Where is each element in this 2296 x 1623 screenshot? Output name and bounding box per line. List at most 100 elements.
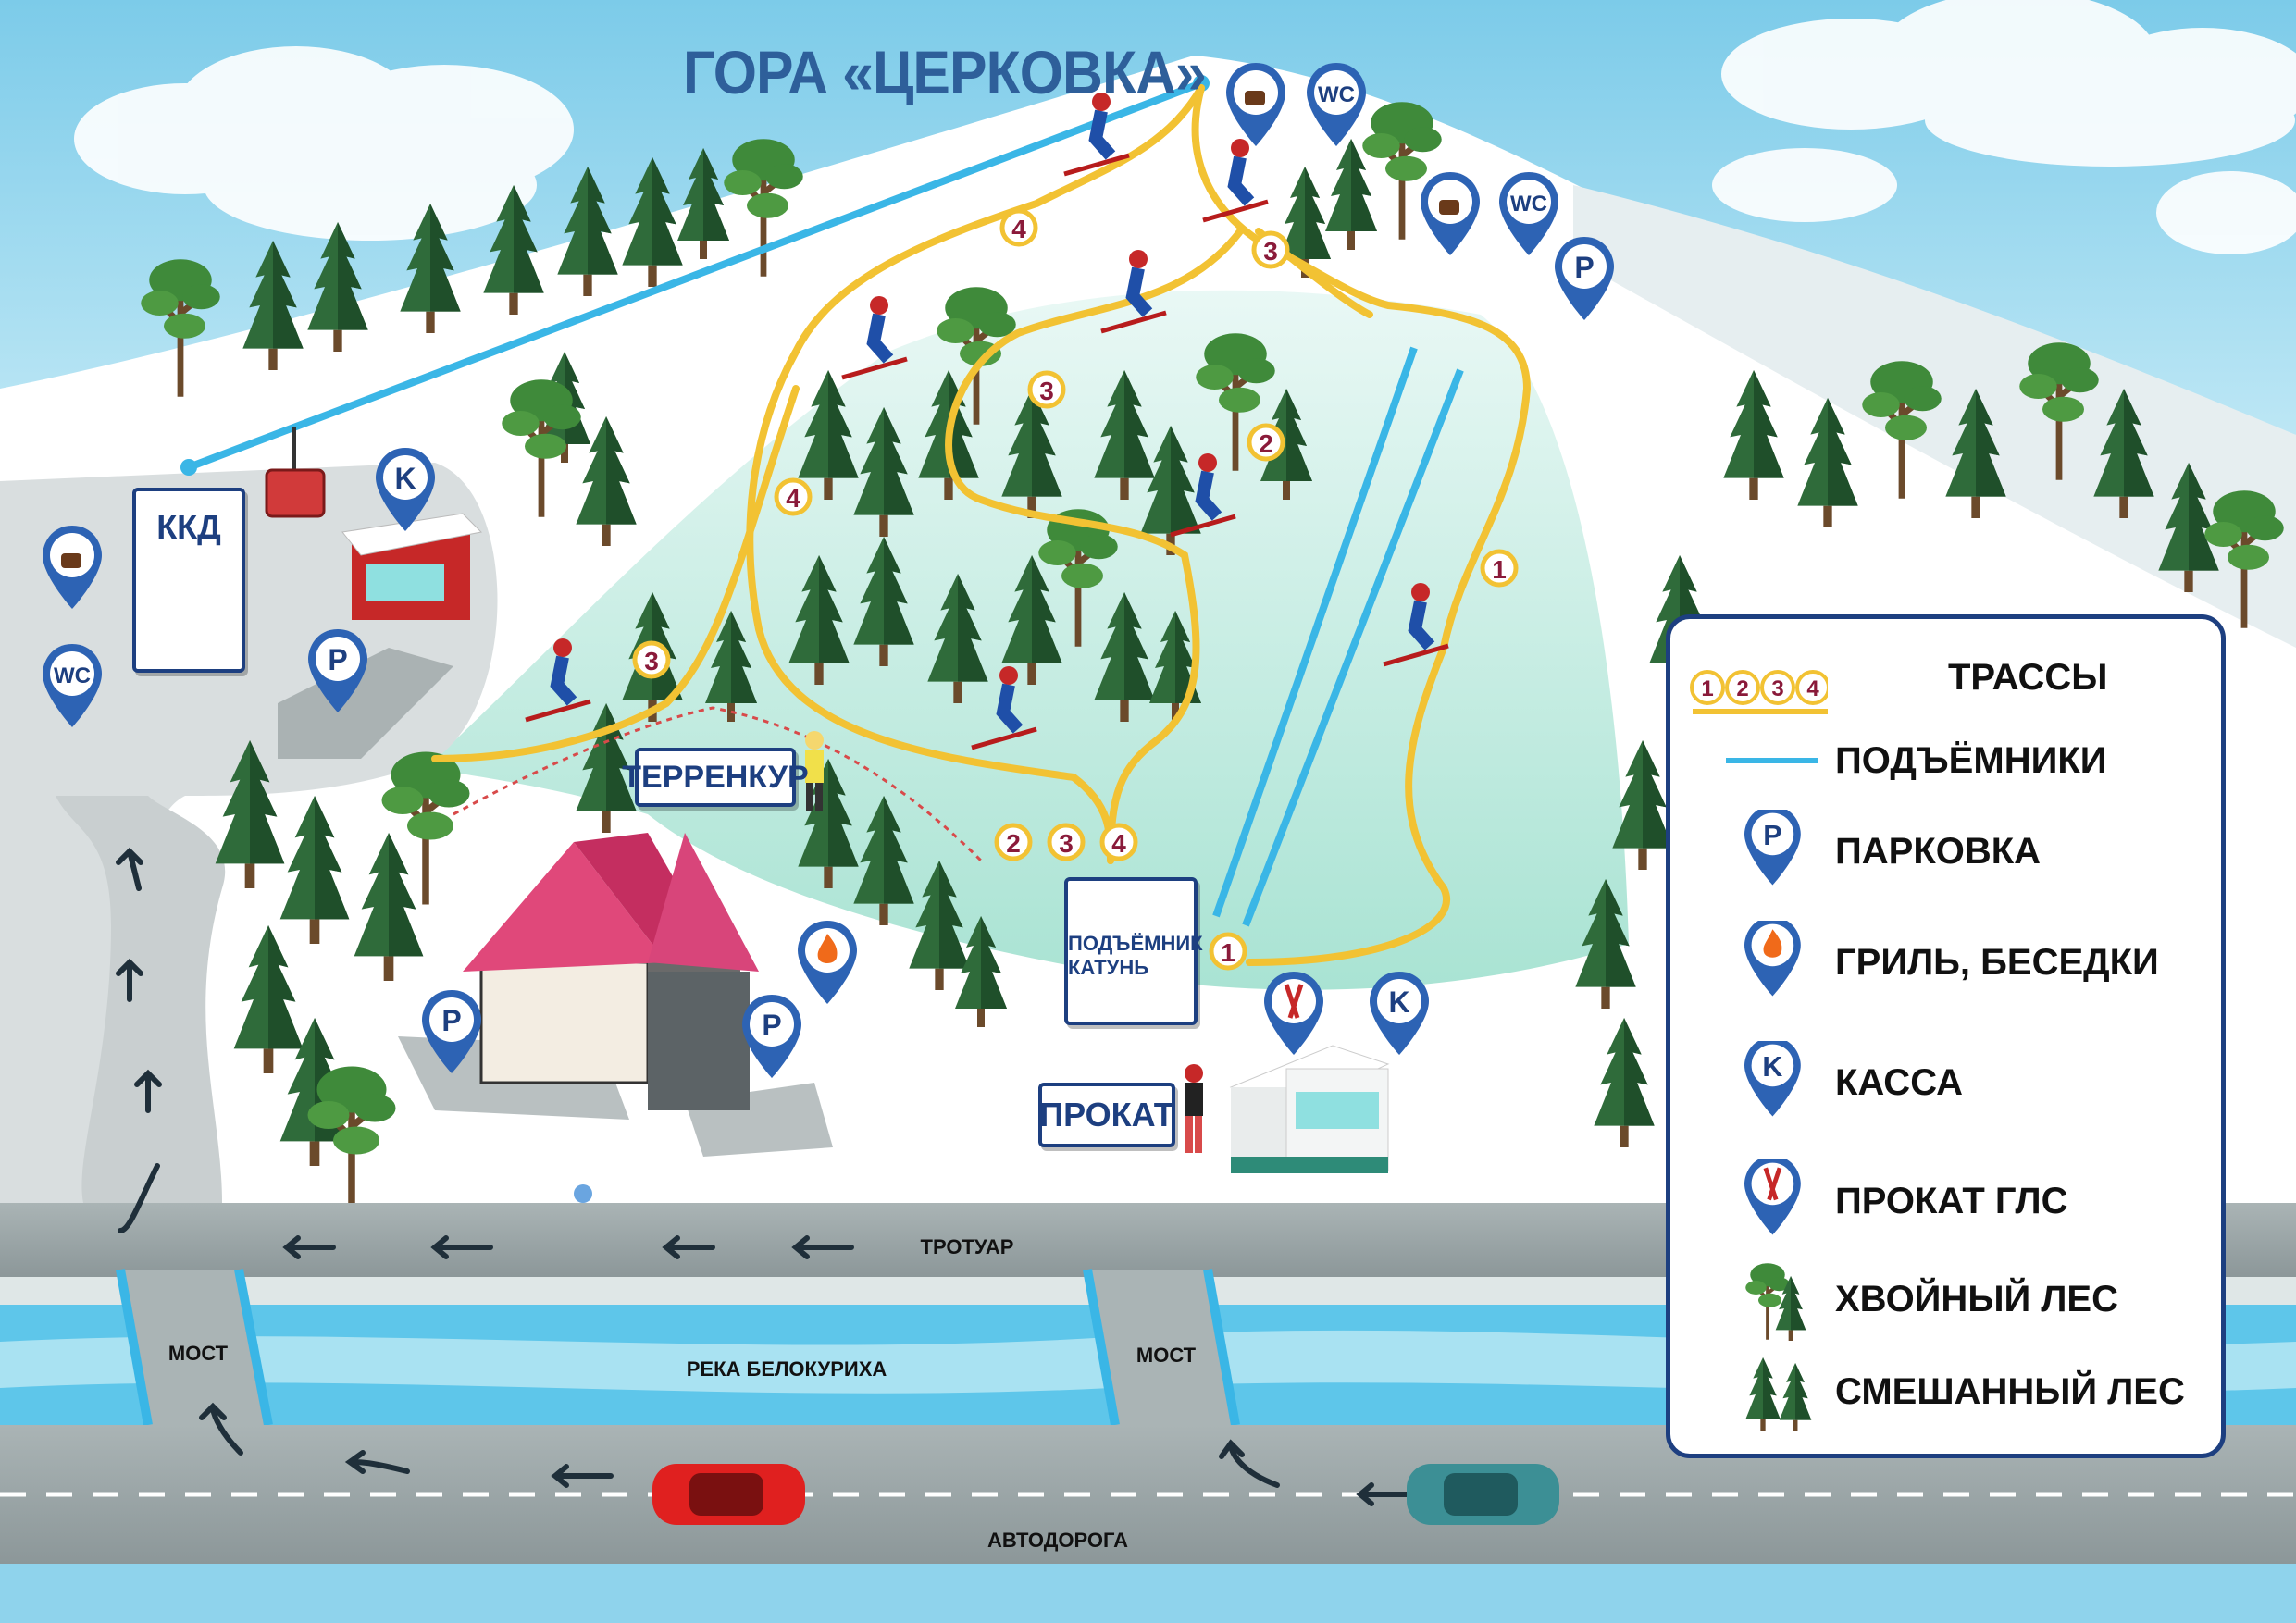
trail-marker-2: 2: [1247, 423, 1285, 462]
fence: [453, 706, 983, 862]
parking-pin-lodge-right: P: [742, 995, 801, 1078]
cafe-pin-mid: [1421, 172, 1480, 255]
kkd-label: ККД: [156, 508, 221, 546]
legend-row-cashier: K КАССА: [1670, 1041, 2221, 1124]
rental-person: [1185, 1064, 1203, 1153]
legend-row-parking: P ПАРКОВКА: [1670, 810, 2221, 893]
trail-marker-2-junction: 2: [994, 823, 1033, 861]
access-arrows: [116, 847, 162, 1113]
svg-text:P: P: [762, 1009, 781, 1042]
legend-label-mixed: СМЕШАННЫЙ ЛЕС: [1835, 1371, 2185, 1412]
mixed-forest-icon: [1745, 1357, 1812, 1431]
trail-marker-1-mid: 1: [1480, 549, 1519, 588]
legend-row-conifer: ХВОЙНЫЙ ЛЕС: [1670, 1258, 2221, 1341]
svg-text:P: P: [441, 1004, 461, 1037]
svg-text:P: P: [1763, 820, 1781, 851]
terrenkur-sign: ТЕРРЕНКУР: [622, 748, 809, 807]
wc-pin-top: WC: [1307, 63, 1366, 146]
lift-label-line2: КАТУНЬ: [1068, 956, 1149, 979]
legend-label-grill: ГРИЛЬ, БЕСЕДКИ: [1835, 942, 2159, 983]
lodge: [398, 833, 833, 1157]
cafe-pin-top: [1226, 63, 1285, 146]
sidewalk-arrows: [118, 1163, 854, 1259]
cashier-pin-icon: K: [1744, 1041, 1801, 1117]
highway-label: АВТОДОРОГА: [987, 1529, 1128, 1552]
legend-row-grill: ГРИЛЬ, БЕСЕДКИ: [1670, 921, 2221, 1004]
parking-pin-top: P: [1555, 237, 1614, 320]
svg-text:K: K: [394, 462, 416, 495]
legend: 1 2 3 4 ТРАССЫ ПОДЪЁМНИКИ P ПАРКОВКА ГРИ…: [1666, 614, 2226, 1458]
parking-pin-icon: P: [1744, 810, 1801, 886]
legend-label-parking: ПАРКОВКА: [1835, 831, 2042, 872]
trail-marker-1-bottom: 1: [1209, 932, 1247, 971]
mountain-shadow: [1573, 185, 2296, 648]
svg-text:P: P: [328, 643, 347, 676]
trail-marker-3-mid: 3: [1027, 370, 1066, 409]
chairlift-top-station: [1193, 75, 1210, 92]
cashier-pin-rental: K: [1370, 972, 1429, 1055]
fire-pin-lodge: [798, 921, 857, 1004]
legend-label-conifer: ХВОЙНЫЙ ЛЕС: [1835, 1279, 2118, 1319]
bridge-left-label: МОСТ: [168, 1342, 229, 1365]
bridge-left: [116, 1269, 273, 1426]
legend-label-lifts: ПОДЪЁМНИКИ: [1835, 740, 2107, 781]
skiers: [525, 93, 1449, 750]
legend-label-cashier: КАССА: [1835, 1062, 1963, 1103]
svg-text:1: 1: [1701, 676, 1713, 701]
cafe-pin-base: [43, 526, 102, 609]
access-road: [56, 796, 226, 1203]
svg-text:WC: WC: [1318, 82, 1355, 107]
rental-label: ПРОКАТ: [1039, 1096, 1174, 1134]
cashier-pin-top: K: [376, 448, 435, 531]
ticket-booth: [341, 513, 483, 620]
clouds: [74, 0, 2296, 254]
hiker: [805, 731, 824, 811]
bottom-strip: [0, 1564, 2296, 1623]
legend-row-trails: 1 2 3 4 ТРАССЫ: [1670, 647, 2221, 730]
svg-text:WC: WC: [54, 663, 91, 688]
lift-label-line1: ПОДЪЁМНИК: [1068, 932, 1203, 955]
bridge-right: [1083, 1269, 1240, 1426]
svg-text:4: 4: [1111, 829, 1126, 858]
terrenkur-label: ТЕРРЕНКУР: [622, 759, 809, 795]
mountain-title: ГОРА «ЦЕРКОВКА»: [683, 38, 1207, 106]
svg-text:P: P: [1574, 251, 1594, 284]
ski-rental-pin: [1264, 972, 1323, 1055]
trail-marker-4-junction: 4: [1099, 823, 1138, 861]
sidewalk-label: ТРОТУАР: [921, 1235, 1014, 1258]
trail-marker-3-top: 3: [1251, 230, 1290, 269]
parking-pin-base: P: [308, 629, 367, 712]
legend-label-rental: ПРОКАТ ГЛС: [1835, 1181, 2068, 1221]
legend-label-trails: ТРАССЫ: [1948, 657, 2108, 698]
wc-pin-base: WC: [43, 644, 102, 727]
highway-arrows: [199, 1402, 1419, 1506]
trail-icon: 1 2 3 4: [1690, 670, 1828, 714]
kkd-sign: ККД: [132, 488, 245, 673]
svg-text:3: 3: [1263, 237, 1278, 266]
legend-row-mixed: СМЕШАННЫЙ ЛЕС: [1670, 1350, 2221, 1433]
ski-rental-pin-icon: [1744, 1159, 1801, 1235]
svg-text:K: K: [1762, 1051, 1782, 1083]
draglift-1: [1212, 346, 1418, 918]
parking-lot-top: [278, 648, 453, 759]
teal-car: [1407, 1464, 1559, 1525]
svg-text:K: K: [1388, 985, 1409, 1019]
trail-marker-3-low: 3: [632, 640, 671, 679]
chairlift-cable: [187, 80, 1203, 471]
rental-booth: [1229, 1045, 1390, 1173]
bridge-right-label: МОСТ: [1136, 1344, 1197, 1367]
svg-text:3: 3: [644, 647, 659, 675]
legend-row-rental: ПРОКАТ ГЛС: [1670, 1159, 2221, 1243]
svg-text:WC: WC: [1510, 192, 1547, 217]
trail-marker-4-mid: 4: [774, 477, 813, 516]
svg-text:2: 2: [1006, 829, 1021, 858]
chairlift-cabin: [265, 427, 326, 518]
svg-text:1: 1: [1221, 938, 1235, 967]
fire-pin-icon: [1744, 921, 1801, 997]
svg-text:4: 4: [1011, 215, 1026, 243]
svg-text:4: 4: [786, 484, 800, 513]
svg-text:1: 1: [1492, 555, 1507, 584]
legend-row-lifts: ПОДЪЁМНИКИ: [1670, 719, 2221, 802]
svg-text:3: 3: [1059, 829, 1074, 858]
wc-pin-mid: WC: [1499, 172, 1558, 255]
